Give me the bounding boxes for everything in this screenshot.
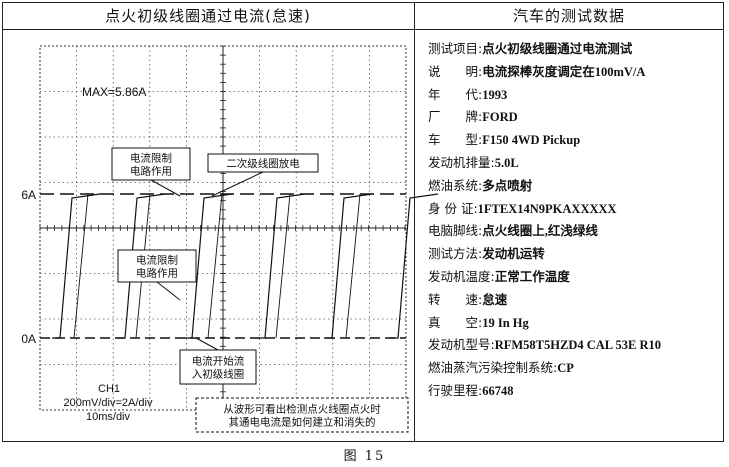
y-tick-label: 6A bbox=[21, 188, 36, 202]
annotation-text: 电流限制 bbox=[130, 152, 172, 165]
test-data-row: 发动机排量:5.0L bbox=[428, 152, 720, 175]
test-data-value: 1FTEX14N9PKAXXXXX bbox=[477, 201, 617, 216]
test-data-label: 发动机排量: bbox=[428, 154, 495, 170]
volts-per-div-label: 200mV/div=2A/div bbox=[64, 397, 153, 409]
annotation-box bbox=[195, 397, 409, 433]
current-drop-line bbox=[207, 193, 223, 339]
annotation-pointer bbox=[211, 171, 264, 197]
test-data-label: 燃油蒸汽污染控制系统: bbox=[428, 360, 558, 376]
annotation-box bbox=[179, 349, 257, 385]
annotation-pointer bbox=[195, 337, 219, 351]
annotation-pointer bbox=[156, 281, 181, 301]
test-data-value: CP bbox=[557, 361, 574, 376]
annotation-text: 二次级线圈放电 bbox=[226, 157, 300, 170]
test-data-value: RFM58T5HZD4 CAL 53E R10 bbox=[494, 338, 662, 353]
annotation-pointer bbox=[150, 179, 181, 197]
test-data-label: 转 速: bbox=[428, 291, 483, 307]
current-drop-line bbox=[73, 193, 89, 339]
test-data-label: 行驶里程: bbox=[428, 382, 483, 398]
test-data-value: 发动机运转 bbox=[482, 247, 545, 262]
test-data-label: 燃油系统: bbox=[428, 177, 483, 193]
annotation-text: 电路作用 bbox=[130, 165, 172, 178]
test-data-value: 5.0L bbox=[494, 155, 519, 170]
test-data-row: 电脑脚线:点火线圈上,红浅绿线 bbox=[428, 220, 720, 243]
test-data-value: 点火线圈上,红浅绿线 bbox=[482, 224, 598, 239]
test-data-row: 身 份 证:1FTEX14N9PKAXXXXX bbox=[428, 198, 720, 221]
annotation-box bbox=[117, 249, 197, 283]
test-data-label: 车 型: bbox=[428, 132, 483, 148]
test-data-label: 身 份 证: bbox=[428, 200, 478, 216]
annotation-text: 其通电电流是如何建立和消失的 bbox=[229, 416, 376, 429]
test-data-row: 真 空:19 In Hg bbox=[428, 312, 720, 335]
panel-divider bbox=[414, 2, 415, 442]
test-data-row: 转 速:怠速 bbox=[428, 289, 720, 312]
test-data-label: 发动机型号: bbox=[428, 337, 495, 353]
test-data-value: 多点喷射 bbox=[482, 178, 533, 193]
test-data-panel-title: 汽车的测试数据 bbox=[414, 2, 724, 30]
test-data-label: 电脑脚线: bbox=[428, 223, 483, 239]
annotation-text: 从波形可看出检测点火线圈点火时 bbox=[223, 403, 381, 416]
test-data-row: 行驶里程:66748 bbox=[428, 380, 720, 403]
test-data-row: 发动机型号:RFM58T5HZD4 CAL 53E R10 bbox=[428, 334, 720, 357]
test-data-row: 车 型:F150 4WD Pickup bbox=[428, 129, 720, 152]
annotation-text: 电流限制 bbox=[136, 254, 178, 267]
current-waveform bbox=[40, 193, 439, 339]
test-data-label: 年 代: bbox=[428, 86, 483, 102]
y-tick-label: 0A bbox=[21, 332, 36, 346]
scope-labels: MAX=5.86A 6A 0A CH1 200mV/div=2A/div 10ms/div… bbox=[21, 85, 409, 433]
figure-frame bbox=[2, 2, 724, 442]
test-data-row: 测试项目:点火初级线圈通过电流测试 bbox=[428, 38, 720, 61]
test-data-value: FORD bbox=[482, 110, 518, 125]
test-data-value: 正常工作温度 bbox=[494, 269, 570, 284]
current-drop-line bbox=[345, 193, 361, 339]
test-data-value: 电流探棒灰度调定在100mV/A bbox=[482, 64, 646, 79]
test-data-label: 测试方法: bbox=[428, 246, 483, 262]
figure-caption: 图 15 bbox=[343, 449, 386, 464]
test-data-value: 点火初级线圈通过电流测试 bbox=[482, 42, 633, 56]
test-data-row: 测试方法:发动机运转 bbox=[428, 243, 720, 266]
test-data-row: 厂 牌:FORD bbox=[428, 106, 720, 129]
test-data-value: 1993 bbox=[482, 87, 508, 102]
current-drop-line bbox=[275, 193, 291, 339]
annotation-box bbox=[111, 147, 191, 181]
test-data-label: 真 空: bbox=[428, 314, 483, 330]
time-per-div-label: 10ms/div bbox=[86, 411, 131, 423]
waveform-trace bbox=[52, 193, 439, 339]
test-data-row: 燃油系统:多点喷射 bbox=[428, 175, 720, 198]
annotation-text: 电路作用 bbox=[136, 267, 178, 280]
test-data-label: 说 明: bbox=[428, 63, 483, 79]
test-data-value: 19 In Hg bbox=[482, 315, 529, 330]
annotation-text: 入初级线圈 bbox=[192, 368, 245, 381]
test-data-row: 燃油蒸汽污染控制系统:CP bbox=[428, 357, 720, 380]
test-data-label: 发动机温度: bbox=[428, 268, 495, 284]
test-data-row: 发动机温度:正常工作温度 bbox=[428, 266, 720, 289]
test-data-label: 测试项目: bbox=[428, 41, 483, 56]
max-current-label: MAX=5.86A bbox=[82, 85, 146, 99]
annotation-text: 电流开始流 bbox=[192, 355, 245, 368]
test-data-row: 说 明:电流探棒灰度调定在100mV/A bbox=[428, 61, 720, 84]
channel-label: CH1 bbox=[98, 383, 120, 395]
test-data-value: F150 4WD Pickup bbox=[482, 133, 581, 148]
test-data-label: 厂 牌: bbox=[428, 109, 483, 125]
test-data-value: 66748 bbox=[482, 383, 514, 398]
waveform-panel-title: 点火初级线圈通过电流(怠速) bbox=[2, 2, 414, 30]
test-data-value: 怠速 bbox=[482, 292, 508, 307]
test-data-row: 年 代:1993 bbox=[428, 84, 720, 107]
